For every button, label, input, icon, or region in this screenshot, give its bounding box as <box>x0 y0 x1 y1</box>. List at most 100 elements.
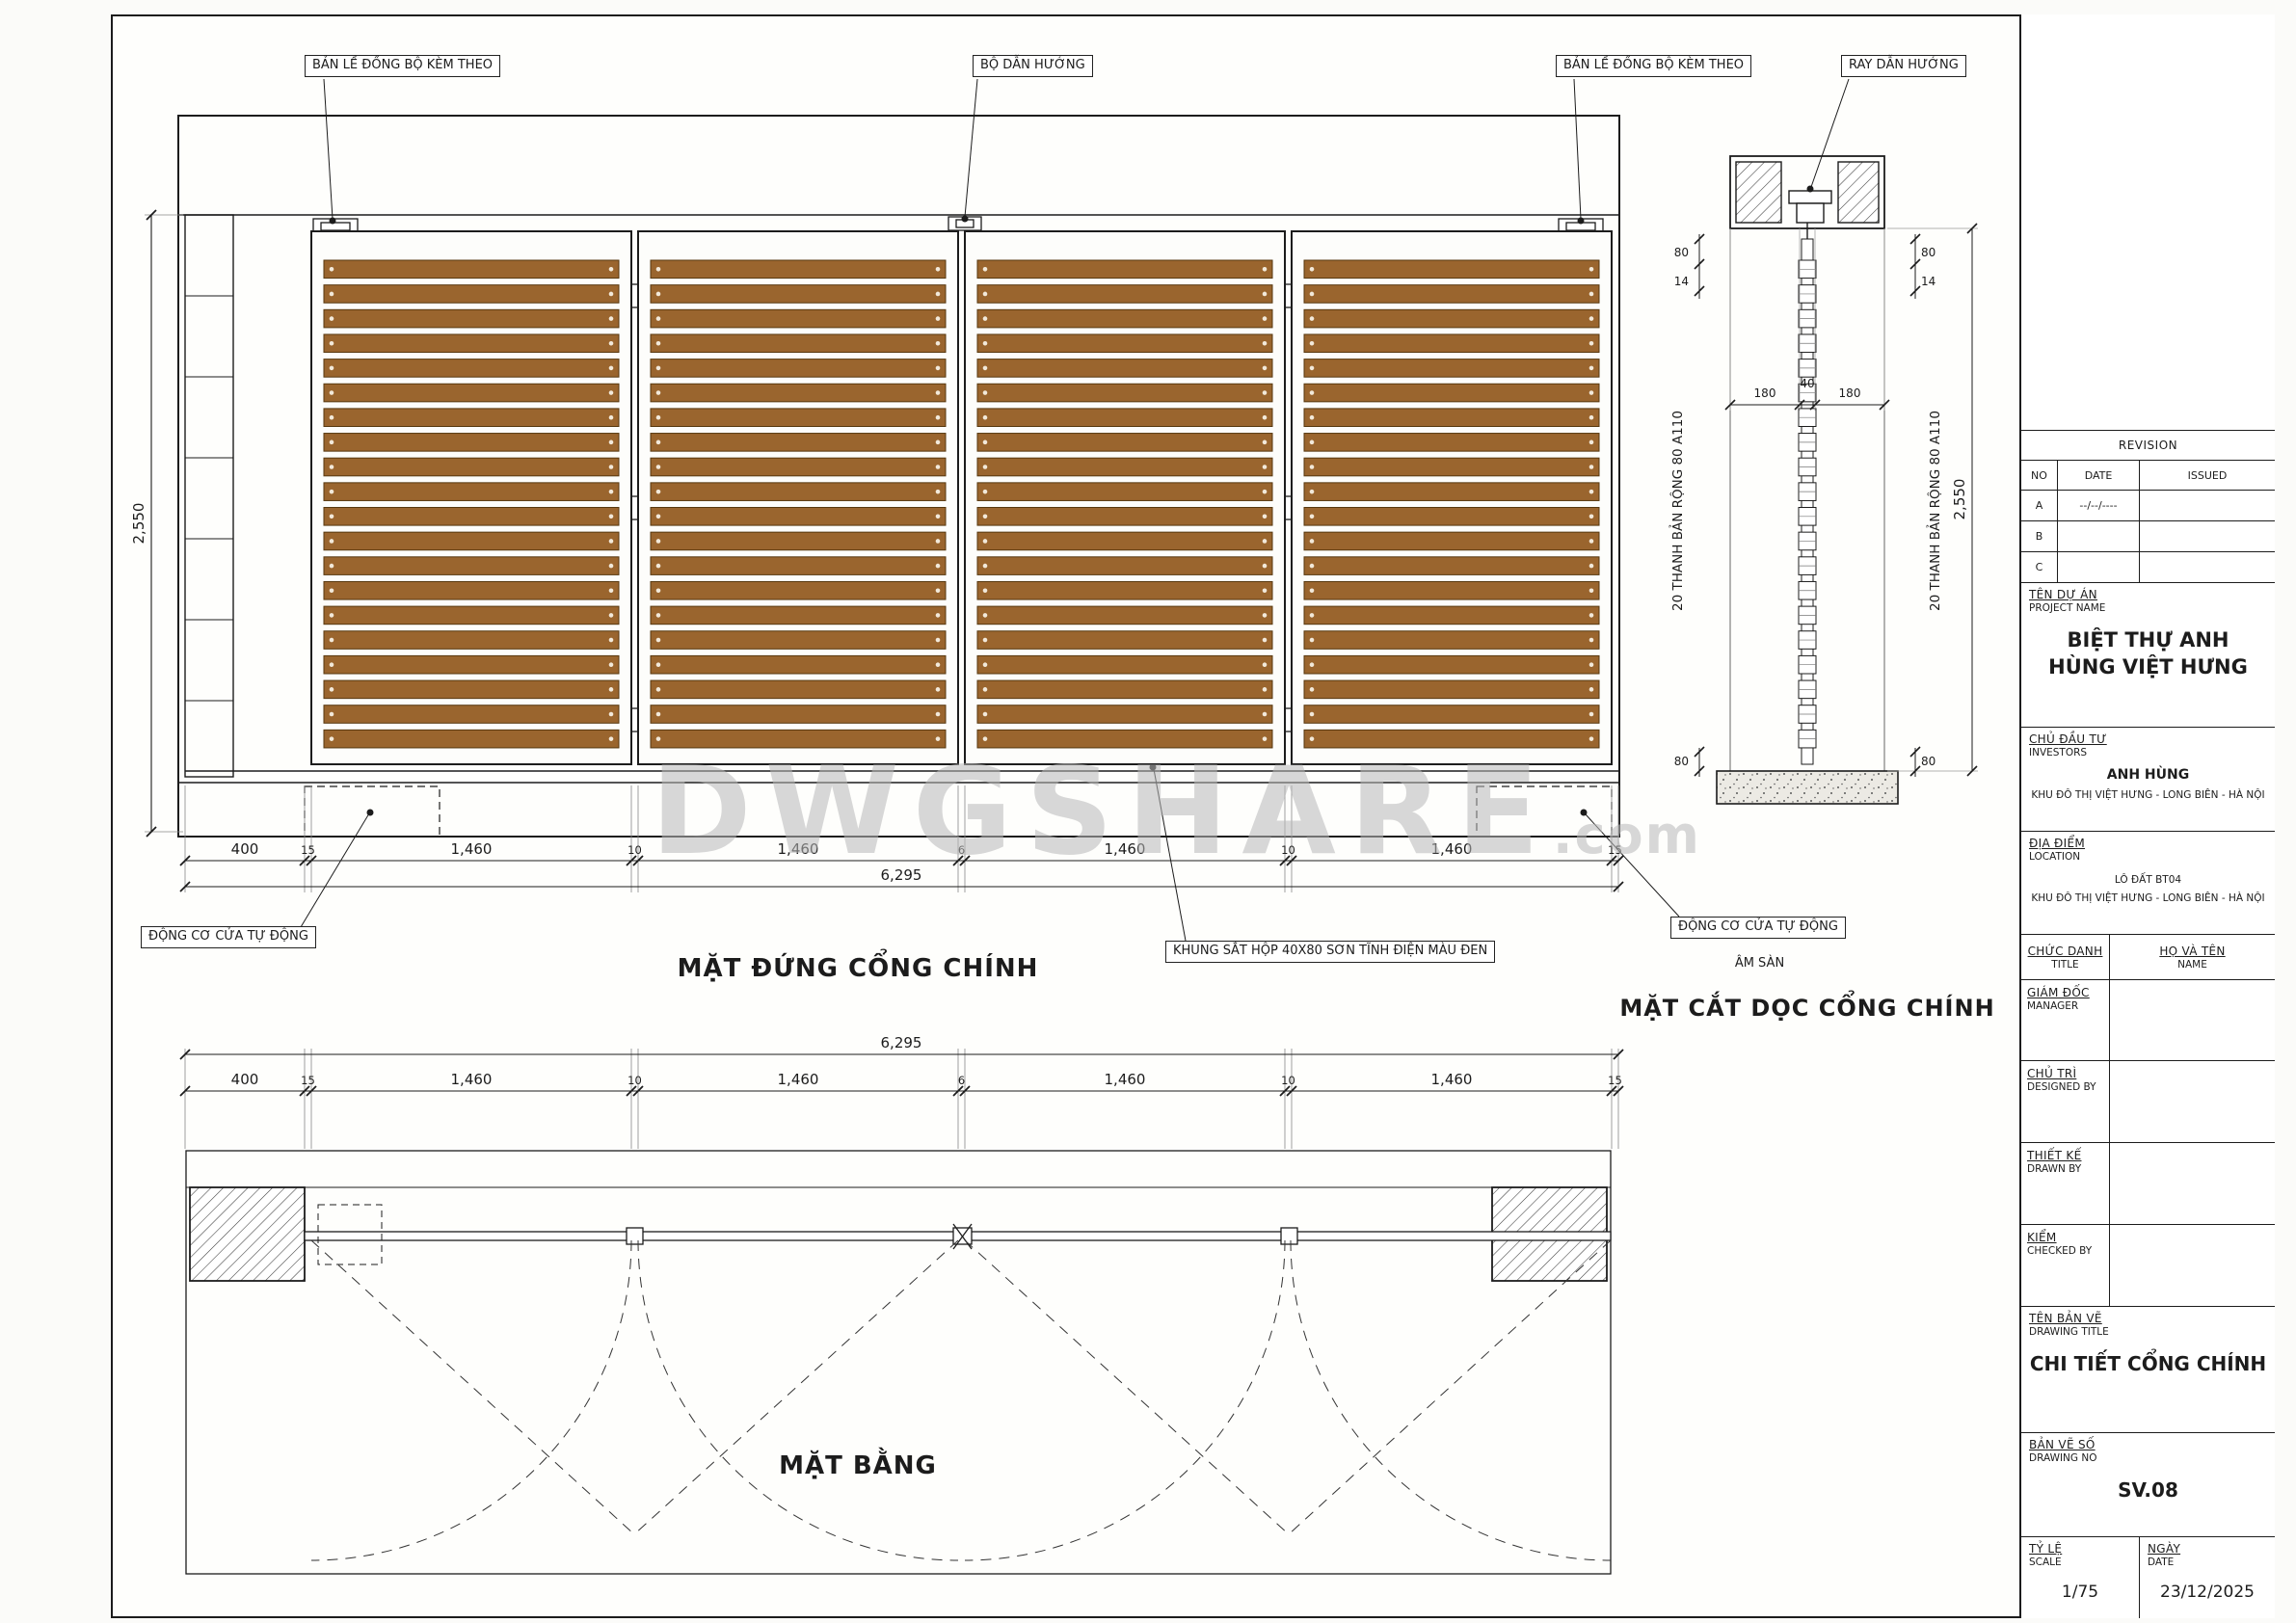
project-label-en: PROJECT NAME <box>2029 602 2106 614</box>
gate-slat <box>650 507 947 526</box>
callout-frame-note-label: KHUNG SẮT HỘP 40X80 SƠN TĨNH ĐIỆN MÀU ĐE… <box>1173 944 1488 958</box>
revision-row-a-date: --/--/---- <box>2058 491 2140 520</box>
gate-slat <box>323 654 620 675</box>
ground-hatch <box>1716 770 1899 805</box>
gate-slat <box>1303 679 1600 700</box>
gate-slat <box>976 507 1273 526</box>
gate-slat <box>1303 705 1600 724</box>
drawing-title-label-en: DRAWING TITLE <box>2029 1326 2109 1338</box>
gate-slat <box>976 333 1273 354</box>
dim-180-left: 180 <box>1754 386 1776 400</box>
personnel-header: CHỨC DANH TITLE HỌ VÀ TÊN NAME <box>2021 935 2275 980</box>
personnel-row-manager: GIÁM ĐỐC MANAGER <box>2021 980 2275 1061</box>
gate-slat <box>650 679 947 700</box>
gate-slat <box>323 679 620 700</box>
gate-slat <box>650 654 947 675</box>
gate-slat <box>650 729 947 749</box>
drawing-no-label-en: DRAWING NO <box>2029 1452 2097 1464</box>
gate-slat <box>1303 507 1600 526</box>
checked-label-en: CHECKED BY <box>2027 1245 2093 1257</box>
plan-title: MẶT BẰNG <box>779 1451 937 1480</box>
dim-segment: 15 <box>301 843 315 857</box>
gate-slat <box>323 605 620 625</box>
location-label-en: LOCATION <box>2029 851 2081 863</box>
plan-structure <box>185 1150 1612 1575</box>
gate-slat <box>650 457 947 477</box>
drawing-no-section: BẢN VẼ SỐ DRAWING NO SV.08 <box>2021 1433 2275 1537</box>
scale-label-vi: TỶ LỆ <box>2029 1542 2063 1556</box>
manager-label-vi: GIÁM ĐỐC <box>2027 986 2090 999</box>
callout-motor-left-label: ĐỘNG CƠ CỬA TỰ ĐỘNG <box>148 929 308 944</box>
gate-slat <box>323 433 620 452</box>
gate-slat <box>976 729 1273 749</box>
gate-panel <box>1291 230 1613 765</box>
project-section: TÊN DỰ ÁN PROJECT NAME BIỆT THỰ ANH HÙNG… <box>2021 583 2275 728</box>
gate-slat <box>650 630 947 650</box>
gate-slat <box>650 333 947 354</box>
revision-row-b: B <box>2021 521 2275 552</box>
gate-slat <box>1303 433 1600 452</box>
personnel-title-en: TITLE <box>2051 958 2079 971</box>
gate-slat <box>323 383 620 403</box>
dim-80-bottom-left: 80 <box>1674 755 1689 768</box>
gate-slat <box>323 308 620 329</box>
project-name: BIỆT THỰ ANH HÙNG VIỆT HƯNG <box>2048 628 2248 679</box>
checked-name-cell <box>2110 1225 2275 1306</box>
slat-note-left: 20 THANH BẢN RỘNG 80 A110 <box>1669 411 1686 611</box>
gate-slat <box>1303 308 1600 329</box>
dim-80-top-left: 80 <box>1674 246 1689 259</box>
revision-title-label: REVISION <box>2118 439 2178 452</box>
callout-guide: BỘ DẪN HƯỚNG <box>973 55 1093 77</box>
callout-hinge-left-label: BẢN LỀ ĐỒNG BỘ KÈM THEO <box>312 58 494 72</box>
drawing-number: SV.08 <box>2118 1478 2178 1502</box>
revision-col-date: DATE <box>2058 461 2140 490</box>
drawn-name-cell <box>2110 1143 2275 1224</box>
date-label-vi: NGÀY <box>2148 1542 2181 1556</box>
dim-segment: 10 <box>627 1074 642 1087</box>
scale-value: 1/75 <box>2061 1582 2099 1602</box>
scale-date-section: TỶ LỆ SCALE 1/75 NGÀY DATE 23/12/2025 <box>2021 1537 2275 1618</box>
drawn-label-en: DRAWN BY <box>2027 1163 2082 1175</box>
dim-segment: 6 <box>958 1074 965 1087</box>
date-value: 23/12/2025 <box>2160 1582 2255 1602</box>
gate-slat <box>650 531 947 551</box>
gate-slat <box>323 729 620 749</box>
gate-slat <box>976 531 1273 551</box>
gate-slat <box>1303 605 1600 625</box>
dim-segment: 400 <box>231 840 259 858</box>
gate-slat <box>1303 654 1600 675</box>
dim-segment: 15 <box>301 1074 315 1087</box>
dim-segment: 10 <box>1281 843 1295 857</box>
personnel-name-vi: HỌ VÀ TÊN <box>2159 944 2226 958</box>
gate-slat <box>650 580 947 600</box>
gate-slat <box>1303 556 1600 575</box>
gate-slat <box>323 630 620 650</box>
gate-slat <box>1303 531 1600 551</box>
gate-slat <box>1303 333 1600 354</box>
location-address: KHU ĐÔ THỊ VIỆT HƯNG - LONG BIÊN - HÀ NỘ… <box>2031 892 2265 904</box>
gate-slat <box>650 556 947 575</box>
callout-rail-label: RAY DẪN HƯỚNG <box>1849 58 1959 72</box>
personnel-name-en: NAME <box>2177 958 2207 971</box>
drawing-title-section: TÊN BẢN VẼ DRAWING TITLE CHI TIẾT CỔNG C… <box>2021 1307 2275 1433</box>
dim-40: 40 <box>1800 377 1814 390</box>
personnel-row-designer: CHỦ TRÌ DESIGNED BY <box>2021 1061 2275 1143</box>
revision-row-b-no: B <box>2021 521 2058 551</box>
gate-slat <box>976 433 1273 452</box>
gate-panel <box>310 230 632 765</box>
location-section: ĐỊA ĐIỂM LOCATION LÔ ĐẤT BT04 KHU ĐÔ THỊ… <box>2021 832 2275 935</box>
gate-slat <box>650 605 947 625</box>
designer-label-vi: CHỦ TRÌ <box>2027 1067 2077 1080</box>
gate-slat <box>650 284 947 304</box>
gate-panel <box>637 230 959 765</box>
gate-slat <box>976 556 1273 575</box>
revision-col-no: NO <box>2021 461 2058 490</box>
checked-label-vi: KIỂM <box>2027 1231 2057 1244</box>
drawing-title: CHI TIẾT CỔNG CHÍNH <box>2029 1352 2267 1375</box>
personnel-title-vi: CHỨC DANH <box>2027 944 2103 958</box>
gate-slat <box>323 333 620 354</box>
gate-slat <box>976 605 1273 625</box>
gate-slat <box>323 705 620 724</box>
gate-panel <box>964 230 1286 765</box>
